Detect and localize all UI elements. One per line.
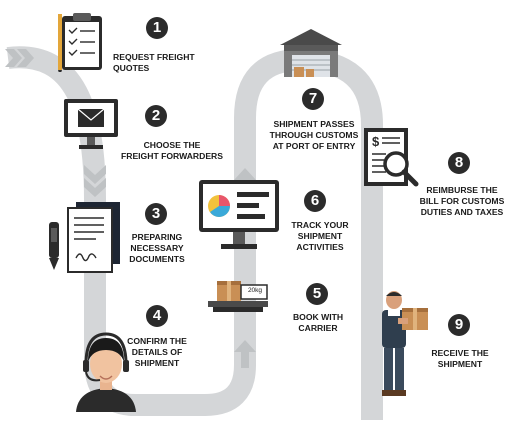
monitor-envelope-icon (62, 97, 120, 153)
scale-weight-readout: 20kg (247, 287, 263, 294)
step-3-label: PREPARING NECESSARY DOCUMENTS (129, 232, 185, 264)
step-3-number-badge: 3 (145, 203, 167, 225)
monitor-chart-icon (197, 178, 281, 254)
step-8-number-badge: 8 (448, 152, 470, 174)
step-6-number-badge: 6 (304, 190, 326, 212)
step-4-number-badge: 4 (146, 305, 168, 327)
step-5-label: BOOK WITH CARRIER (292, 312, 344, 333)
warehouse-icon (278, 27, 344, 79)
step-4-label: CONFIRM THE DETAILS OF SHIPMENT (127, 336, 187, 368)
road-arrow-4 (84, 178, 106, 197)
step-8-label: REIMBURSE THE BILL FOR CUSTOMS DUTIES AN… (419, 185, 505, 217)
road-arrow-1 (5, 49, 22, 67)
invoice-magnifier-icon: $ (362, 126, 422, 192)
svg-text:$: $ (372, 134, 380, 149)
step-7-label: SHIPMENT PASSES THROUGH CUSTOMS AT PORT … (269, 119, 359, 151)
road-arrow-2 (17, 49, 34, 67)
road-arrows (5, 49, 256, 368)
road-arrow-3 (84, 165, 106, 184)
road-arrow-5 (234, 340, 256, 368)
step-1-number-badge: 1 (146, 17, 168, 39)
step-9-label: RECEIVE THE SHIPMENT (431, 348, 489, 369)
support-agent-icon (74, 330, 138, 412)
step-2-number-badge: 2 (145, 105, 167, 127)
step-6-label: TRACK YOUR SHIPMENT ACTIVITIES (291, 220, 349, 252)
weighing-scale-icon: 20kg (205, 277, 271, 317)
step-5-number-badge: 5 (306, 283, 328, 305)
delivery-person-icon (376, 288, 428, 400)
step-7-number-badge: 7 (302, 88, 324, 110)
clipboard-checklist-icon (52, 10, 108, 72)
step-9-number-badge: 9 (448, 314, 470, 336)
step-1-label: REQUEST FREIGHT QUOTES (113, 52, 195, 73)
documents-pen-icon (46, 200, 126, 278)
step-2-label: CHOOSE THE FREIGHT FORWARDERS (120, 140, 223, 161)
